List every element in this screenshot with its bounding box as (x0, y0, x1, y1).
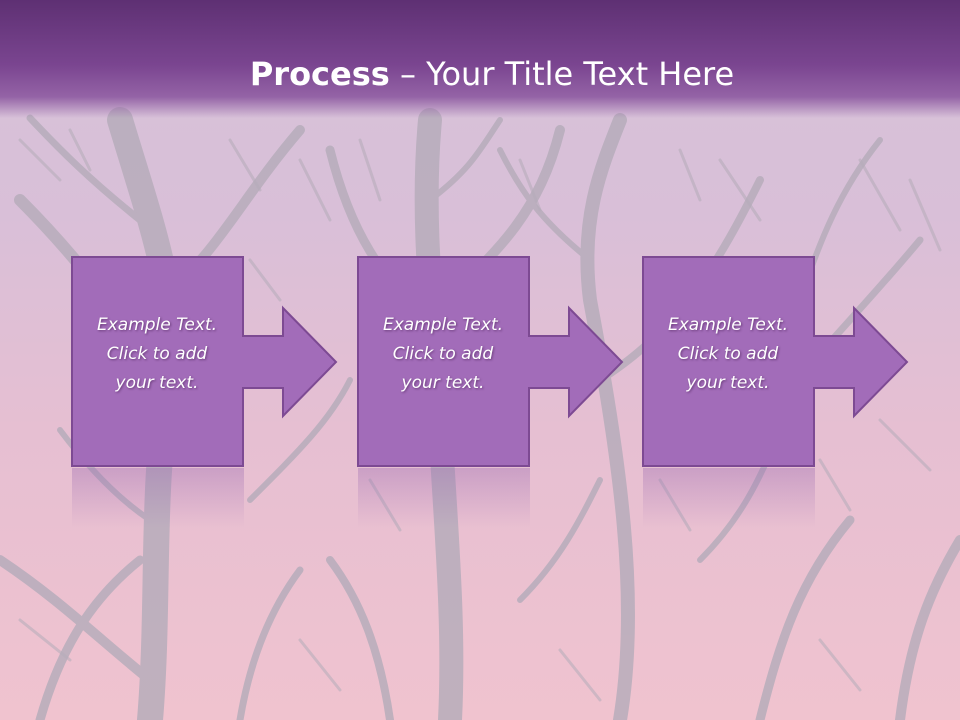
step-text-line: Click to add (677, 344, 779, 364)
right-arrow-icon (71, 256, 338, 467)
process-step-1[interactable]: Example Text. Click to add your text. (71, 256, 343, 472)
title-bar (0, 0, 960, 118)
right-arrow-icon (642, 256, 909, 467)
step-text-line: Example Text. (667, 315, 789, 335)
slide-title: Process – Your Title Text Here (0, 52, 960, 96)
title-regular-text: – Your Title Text Here (389, 55, 735, 93)
step-text-line: your text. (401, 373, 485, 393)
right-arrow-icon (357, 256, 624, 467)
process-step-2[interactable]: Example Text. Click to add your text. (357, 256, 629, 472)
step-text-line: Click to add (392, 344, 494, 364)
step-2-reflection (358, 468, 530, 528)
process-step-3[interactable]: Example Text. Click to add your text. (642, 256, 914, 472)
step-3-text[interactable]: Example Text. Click to add your text. (642, 311, 814, 398)
step-text-line: Example Text. (96, 315, 218, 335)
step-1-text[interactable]: Example Text. Click to add your text. (71, 311, 243, 398)
step-text-line: Example Text. (382, 315, 504, 335)
step-text-line: your text. (115, 373, 199, 393)
title-bold-text: Process (249, 55, 390, 93)
step-text-line: your text. (686, 373, 770, 393)
step-text-line: Click to add (106, 344, 208, 364)
step-1-reflection (72, 468, 244, 528)
step-3-reflection (643, 468, 815, 528)
step-2-text[interactable]: Example Text. Click to add your text. (357, 311, 529, 398)
